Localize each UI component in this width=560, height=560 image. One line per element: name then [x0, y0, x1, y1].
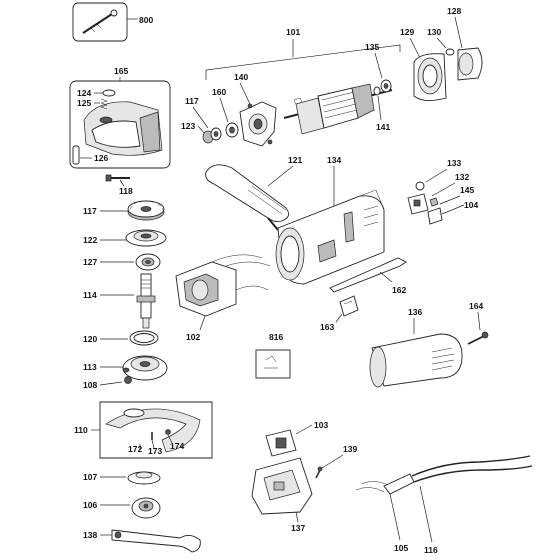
part-107-inner-flange[interactable] — [127, 471, 161, 485]
label-165: 165 — [114, 66, 128, 76]
part-134-motor-housing[interactable] — [275, 189, 385, 285]
label-140: 140 — [234, 72, 248, 82]
label-108: 108 — [83, 380, 97, 390]
part-162-switch-rod[interactable] — [329, 257, 407, 293]
label-124: 124 — [77, 88, 91, 98]
part-128-end-cap[interactable] — [457, 47, 483, 81]
part-145-clip[interactable] — [429, 197, 439, 207]
label-101: 101 — [286, 27, 300, 37]
part-122-flange[interactable] — [125, 229, 167, 247]
part-127-bearing[interactable] — [135, 253, 161, 271]
label-139: 139 — [343, 444, 357, 454]
label-120: 120 — [83, 334, 97, 344]
label-135: 135 — [365, 42, 379, 52]
part-105-cable-sleeve[interactable] — [355, 473, 415, 495]
part-125-spring[interactable] — [100, 98, 108, 110]
label-130: 130 — [427, 27, 441, 37]
label-117-gear: 117 — [83, 206, 97, 216]
label-164: 164 — [469, 301, 483, 311]
part-139-screw[interactable] — [315, 466, 323, 479]
label-132: 132 — [455, 172, 469, 182]
part-108-screw[interactable] — [124, 376, 132, 384]
label-104: 104 — [464, 200, 478, 210]
part-120-seal-ring[interactable] — [129, 330, 159, 346]
label-103: 103 — [314, 420, 328, 430]
label-162: 162 — [392, 285, 406, 295]
label-800: 800 — [139, 15, 153, 25]
label-133: 133 — [447, 158, 461, 168]
part-130-pin[interactable] — [445, 48, 455, 56]
part-160-bearing[interactable] — [225, 122, 239, 138]
part-103-switch[interactable] — [265, 429, 297, 457]
label-816: 816 — [269, 332, 283, 342]
label-114: 114 — [83, 290, 97, 300]
part-164-screw[interactable] — [467, 331, 489, 345]
label-116: 116 — [424, 545, 438, 555]
part-102-field-stator[interactable] — [175, 254, 271, 317]
label-160: 160 — [212, 87, 226, 97]
label-145: 145 — [460, 185, 474, 195]
part-106-clamp-nut[interactable] — [131, 497, 161, 519]
part-101-armature[interactable] — [283, 83, 393, 135]
label-173: 173 — [148, 446, 162, 456]
label-137: 137 — [291, 523, 305, 533]
part-123-bushing[interactable] — [202, 127, 222, 144]
label-117-top: 117 — [185, 96, 199, 106]
label-174: 174 — [170, 441, 184, 451]
part-132-brush-holder[interactable] — [407, 193, 429, 215]
part-138-spanner-wrench[interactable] — [111, 529, 201, 553]
part-124-o-ring[interactable] — [102, 89, 116, 97]
label-134: 134 — [327, 155, 341, 165]
label-122: 122 — [83, 235, 97, 245]
label-123: 123 — [181, 121, 195, 131]
label-106: 106 — [83, 500, 97, 510]
label-126: 126 — [94, 153, 108, 163]
part-129-rear-housing[interactable] — [413, 53, 447, 101]
label-172: 172 — [128, 444, 142, 454]
label-163: 163 — [320, 322, 334, 332]
part-121-side-handle[interactable] — [205, 164, 289, 231]
label-136: 136 — [408, 307, 422, 317]
label-102: 102 — [186, 332, 200, 342]
label-118: 118 — [119, 186, 133, 196]
part-136-rear-cover[interactable] — [369, 333, 463, 388]
part-113-bearing-flange[interactable] — [122, 355, 168, 381]
part-114-spindle[interactable] — [136, 273, 156, 329]
part-816-label-plate[interactable] — [255, 349, 291, 379]
part-141-washer[interactable] — [373, 86, 381, 96]
part-126-pin[interactable] — [72, 145, 80, 165]
part-116-power-cord[interactable] — [411, 455, 533, 483]
part-800-tool-box[interactable] — [72, 2, 128, 42]
label-105: 105 — [394, 543, 408, 553]
label-121: 121 — [288, 155, 302, 165]
part-140-bearing-plate[interactable] — [239, 101, 277, 147]
label-113: 113 — [83, 362, 97, 372]
part-118-screw[interactable] — [105, 174, 130, 182]
label-138: 138 — [83, 530, 97, 540]
part-137-handle-frame[interactable] — [251, 457, 313, 515]
part-133-brush-spring[interactable] — [415, 181, 425, 191]
label-107: 107 — [83, 472, 97, 482]
label-125: 125 — [77, 98, 91, 108]
part-163-switch-slider[interactable] — [339, 295, 359, 317]
label-127: 127 — [83, 257, 97, 267]
label-128: 128 — [447, 6, 461, 16]
part-104-carbon-brush[interactable] — [427, 207, 443, 225]
label-141: 141 — [376, 122, 390, 132]
part-165-gear-housing[interactable] — [69, 80, 171, 169]
label-129: 129 — [400, 27, 414, 37]
part-110-guard-kit[interactable] — [99, 401, 213, 459]
label-110: 110 — [74, 425, 88, 435]
part-135-bearing[interactable] — [380, 79, 392, 93]
part-117-bevel-gear[interactable] — [127, 200, 165, 221]
